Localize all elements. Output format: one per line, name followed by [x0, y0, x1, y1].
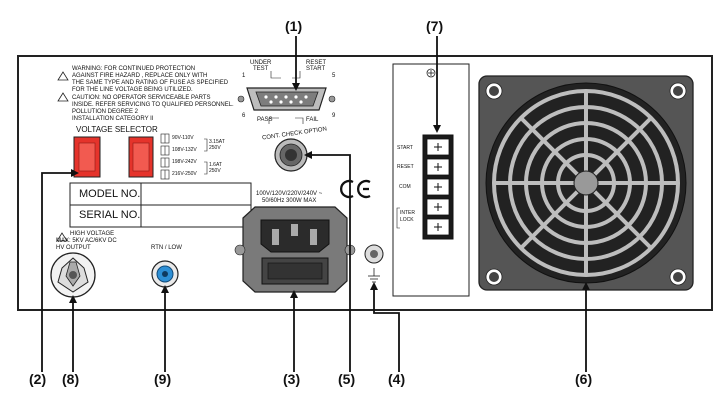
- dsub-test-label: TEST: [253, 66, 269, 72]
- ground-terminal: [364, 244, 384, 283]
- voltage-range-2: 108V-132V: [172, 147, 197, 153]
- dsub-pass-label: PASS: [257, 117, 273, 123]
- dsub-pin-1: 1: [242, 73, 246, 79]
- fuse-upper-voltage: 250V: [209, 145, 221, 151]
- warning-line-2: AGAINST FIRE HAZARD , REPLACE ONLY WITH: [72, 73, 208, 79]
- voltage-range-3: 198V-242V: [172, 159, 197, 165]
- callout-6: (6): [575, 371, 593, 387]
- caution-line-1: CAUTION: NO OPERATOR SERVICEABLE PARTS: [72, 95, 211, 101]
- power-rating-voltages: 100V/120V/220V/240V ~: [256, 191, 323, 197]
- warning-triangle-icon: [57, 71, 69, 81]
- dsub-pin-5: 5: [332, 73, 336, 79]
- callout-4: (4): [388, 371, 406, 387]
- callout-3: (3): [283, 371, 301, 387]
- rtn-low-label: RTN / LOW: [151, 245, 182, 251]
- hv-warning-line-1: HIGH VOLTAGE: [70, 231, 115, 237]
- rtn-low-terminal: [151, 260, 179, 288]
- warning-line-4: FOR THE LINE VOLTAGE BEING UTILIZED.: [72, 87, 193, 93]
- terminal-label-start: START: [397, 145, 413, 151]
- fan-guard: [478, 75, 694, 291]
- caution-line-2: INSIDE. REFER SERVICING TO QUALIFIED PER…: [72, 102, 234, 108]
- caution-line-4: INSTALLATION CATEGORY II: [72, 116, 154, 122]
- terminal-label-reset: RESET: [397, 164, 414, 170]
- serial-no-label: SERIAL NO.: [79, 209, 141, 221]
- callout-7: (7): [426, 18, 444, 34]
- dsub-start-label: START: [306, 66, 326, 72]
- fuse-upper-rating: 3.15AT: [209, 139, 225, 145]
- callout-1: (1): [285, 18, 303, 34]
- callout-5: (5): [338, 371, 356, 387]
- fuse-lower-rating: 1.6AT: [209, 162, 222, 168]
- hv-output-label: HV OUTPUT: [56, 245, 91, 251]
- dsub-pin-6: 6: [242, 113, 246, 119]
- dsub-fail-label: FAIL: [306, 117, 319, 123]
- callout-8: (8): [62, 371, 80, 387]
- voltage-range-1: 90V-110V: [172, 135, 194, 141]
- cont-check-connector: [274, 138, 308, 172]
- ac-power-inlet: [234, 206, 356, 293]
- hv-warning-line-2: MAX: 5KV AC/6KV DC: [56, 238, 117, 244]
- terminal-label-lock: LOCK: [400, 217, 414, 223]
- callout-arrowheads: [69, 83, 590, 303]
- fuse-lower-voltage: 250V: [209, 168, 221, 174]
- voltage-selector-title: VOLTAGE SELECTOR: [76, 125, 158, 134]
- callout-9: (9): [154, 371, 172, 387]
- dsub-pin-9: 9: [332, 113, 336, 119]
- caution-line-3: POLLUTION DEGREE 2: [72, 109, 139, 115]
- model-no-label: MODEL NO.: [79, 188, 141, 200]
- caution-triangle-icon: [57, 92, 69, 102]
- terminal-label-com: COM: [399, 184, 411, 190]
- dsub-connector: [237, 87, 336, 111]
- voltage-range-4: 216V-250V: [172, 171, 197, 177]
- callout-2: (2): [29, 371, 47, 387]
- range-indicator-icons: [160, 133, 170, 180]
- high-voltage-triangle-icon: [56, 232, 68, 242]
- warning-line-3: THE SAME TYPE AND RATING OF FUSE AS SPEC…: [72, 80, 229, 86]
- terminal-screw-cross: [434, 143, 442, 231]
- warning-line-1: WARNING: FOR CONTINUED PROTECTION: [72, 66, 196, 72]
- callout-leaders: [41, 36, 587, 372]
- dsub-under-label: UNDER: [250, 60, 272, 66]
- hv-output-connector: [50, 252, 96, 298]
- terminal-label-inter: INTER: [400, 210, 415, 216]
- power-rating-frequency: 50/60Hz 300W MAX: [262, 198, 317, 204]
- dsub-reset-label: RESET: [306, 60, 327, 66]
